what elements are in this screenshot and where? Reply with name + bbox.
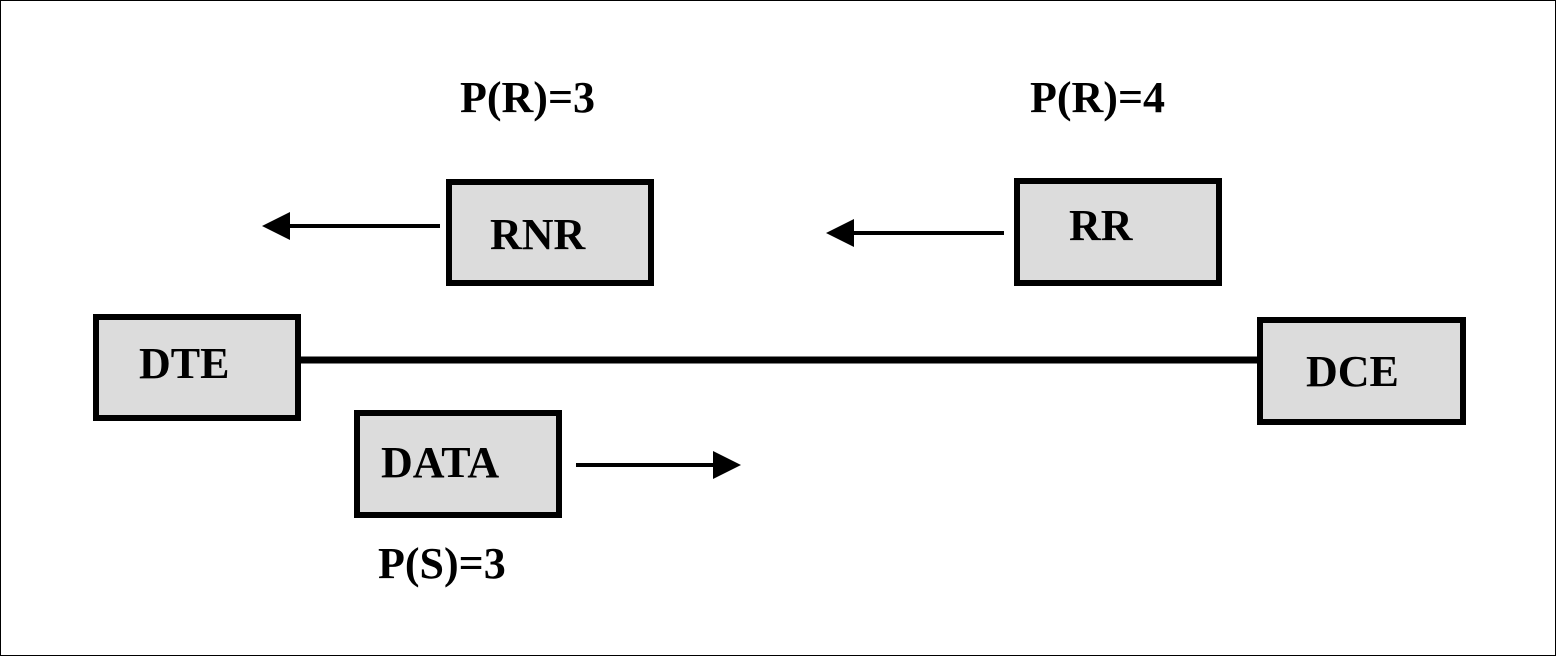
rr-frame-box: RR [1014,178,1222,286]
rnr-arrow-head [262,212,290,240]
rr-arrow-head [826,219,854,247]
dte-node: DTE [93,314,301,421]
dce-label: DCE [1306,347,1399,396]
data-frame-label: DATA [381,438,500,487]
rnr-receive-sequence-label: P(R)=3 [460,73,596,122]
dte-label: DTE [139,339,230,388]
rr-frame-label: RR [1069,201,1133,250]
data-arrow-head [713,451,741,479]
dce-node: DCE [1257,317,1466,425]
data-send-sequence-label: P(S)=3 [378,539,506,588]
rnr-frame-box: RNR [446,179,654,286]
rnr-frame-label: RNR [490,210,586,259]
rr-receive-sequence-label: P(R)=4 [1030,73,1166,122]
data-frame-box: DATA [354,410,562,518]
